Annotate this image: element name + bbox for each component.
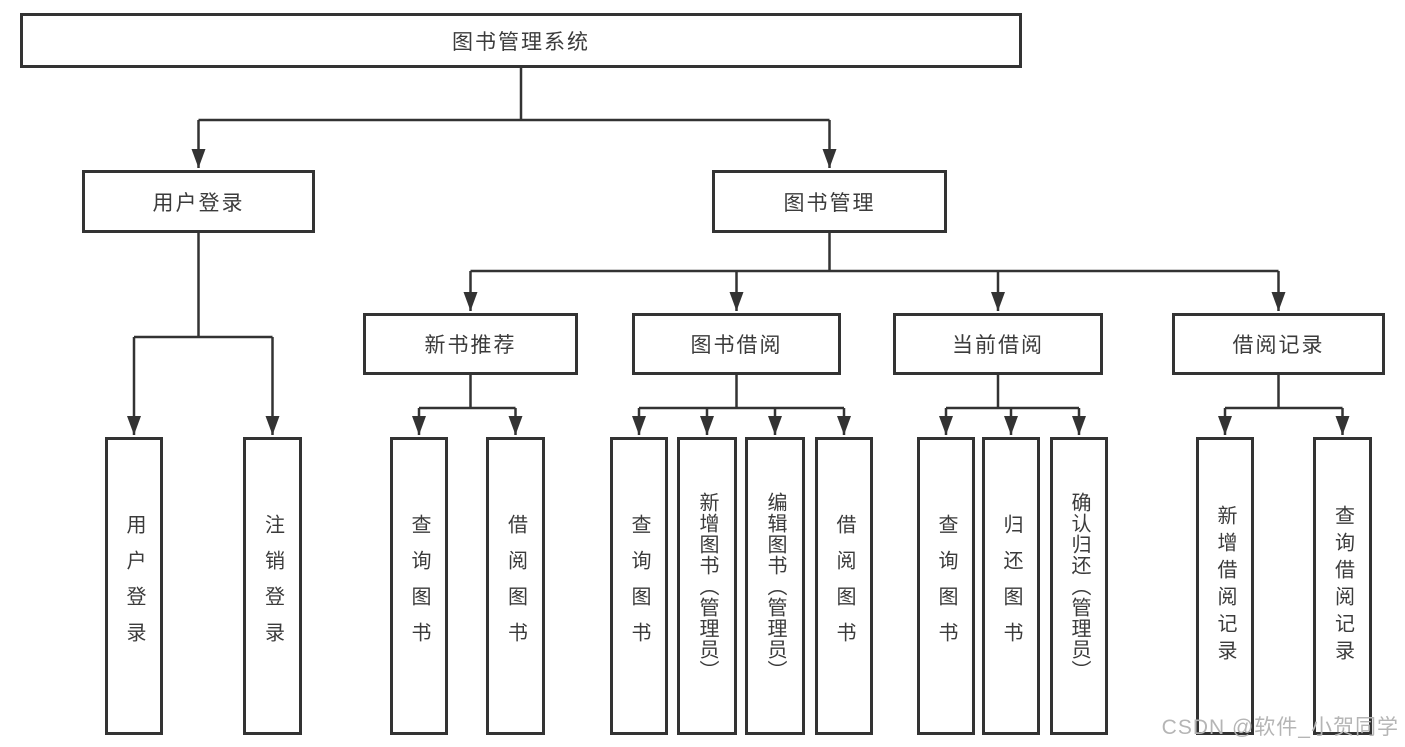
- node-book-borrow: 图书借阅: [632, 313, 841, 375]
- watermark: CSDN @软件_小贺同学: [1161, 716, 1399, 739]
- leaf-query-books-borrow: 查询图书: [610, 437, 668, 735]
- leaf-borrow-book-recommend: 借阅图书: [486, 437, 545, 735]
- leaf-add-borrow-record: 新增借阅记录: [1196, 437, 1254, 735]
- leaf-edit-book-admin: 编辑图书（管理员）: [745, 437, 805, 735]
- leaf-query-books-current: 查询图书: [917, 437, 975, 735]
- leaf-borrow-book: 借阅图书: [815, 437, 873, 735]
- node-current-borrow: 当前借阅: [893, 313, 1103, 375]
- leaf-confirm-return-admin: 确认归还（管理员）: [1050, 437, 1108, 735]
- leaf-logout: 注销登录: [243, 437, 302, 735]
- leaf-add-book-admin: 新增图书（管理员）: [677, 437, 737, 735]
- leaf-user-login: 用户登录: [105, 437, 163, 735]
- node-user-login: 用户登录: [82, 170, 315, 233]
- node-book-management: 图书管理: [712, 170, 947, 233]
- leaf-return-book: 归还图书: [982, 437, 1040, 735]
- leaf-query-books-recommend: 查询图书: [390, 437, 448, 735]
- node-library-system: 图书管理系统: [20, 13, 1022, 68]
- node-borrow-records: 借阅记录: [1172, 313, 1385, 375]
- node-new-book-recommend: 新书推荐: [363, 313, 578, 375]
- leaf-query-borrow-record: 查询借阅记录: [1313, 437, 1372, 735]
